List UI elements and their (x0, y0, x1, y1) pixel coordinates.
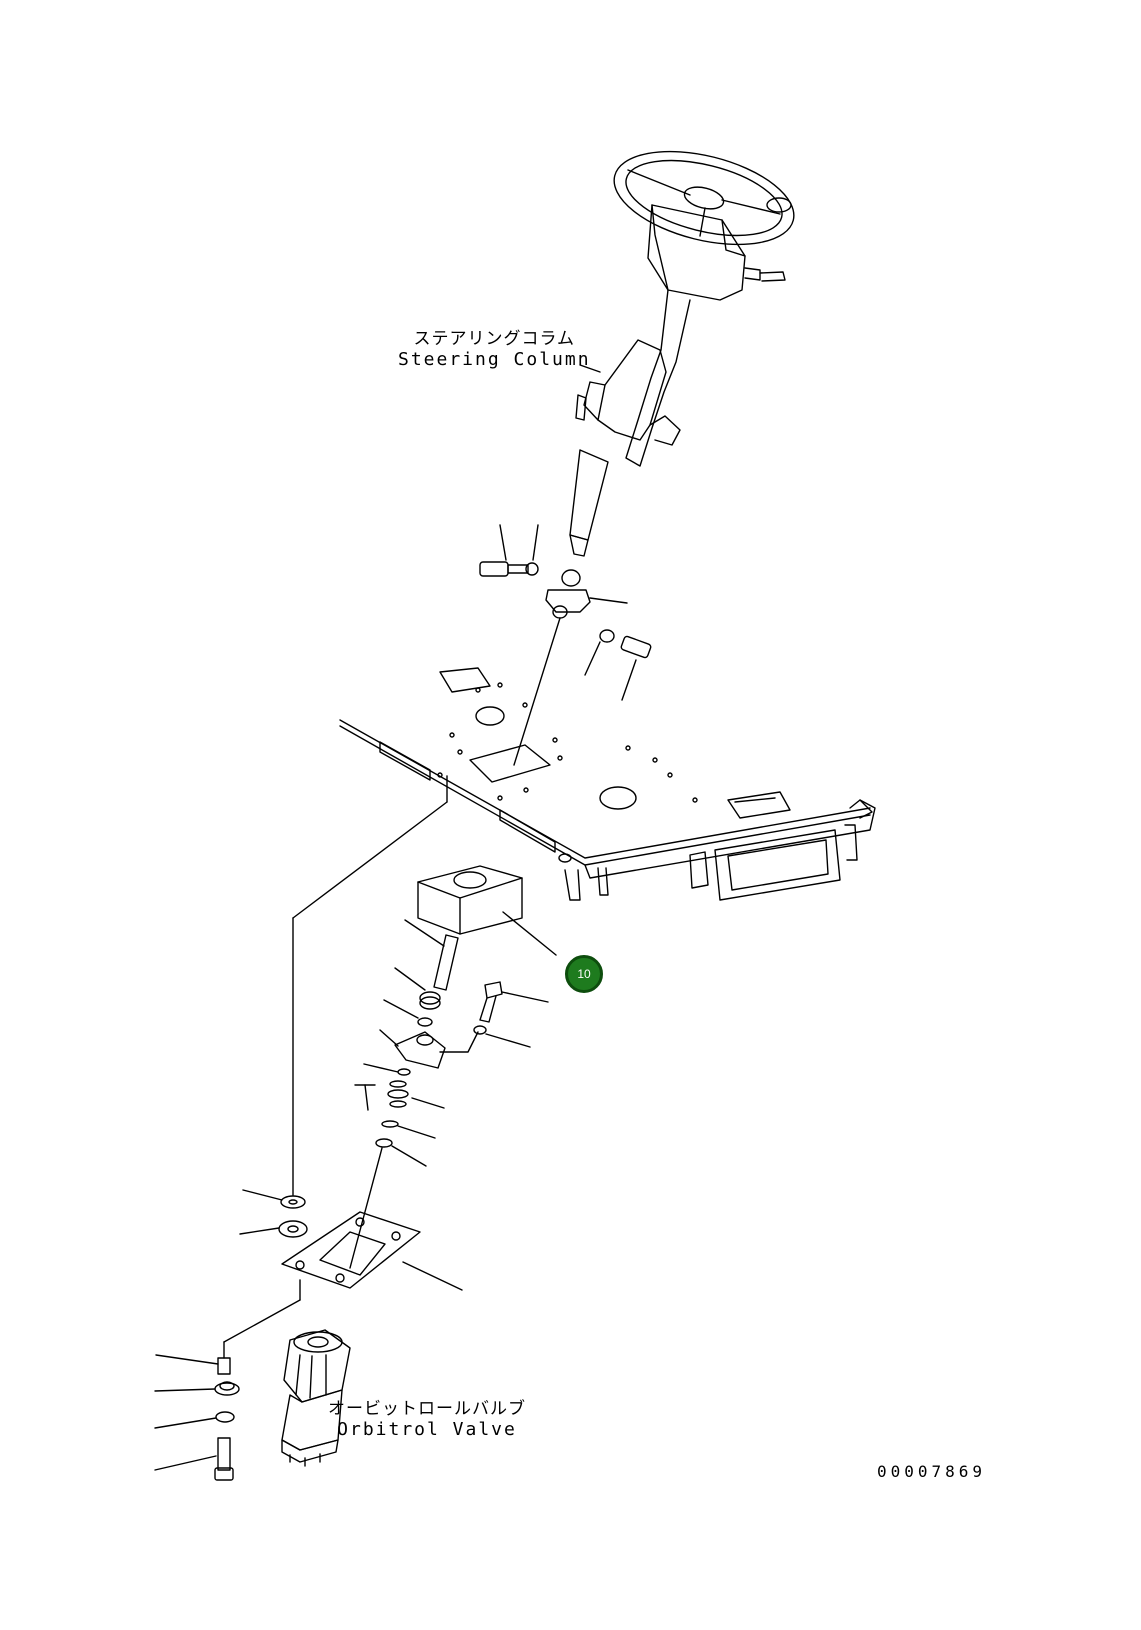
callout-badge-10[interactable]: 10 (565, 955, 603, 993)
steering-column-assembly (569, 150, 795, 557)
floor-plate (292, 667, 876, 1196)
bottom-fasteners (154, 1354, 240, 1481)
orbitrol-valve-label: オービットロールバルブ Orbitrol Valve (328, 1399, 526, 1440)
steering-column-label: ステアリングコラム Steering Column (398, 329, 591, 370)
universal-joint-group (479, 524, 652, 766)
orbitrol-valve-label-en: Orbitrol Valve (337, 1418, 517, 1440)
steering-column-label-jp: ステアリングコラム (413, 329, 576, 349)
orbitrol-base-plate (223, 1211, 463, 1359)
orbitrol-valve-label-jp: オービットロールバルブ (328, 1399, 526, 1419)
orbitrol-valve (281, 1329, 351, 1467)
floor-cover (417, 865, 557, 956)
orbitrol-parts-stack (349, 919, 549, 1269)
steering-column-label-en: Steering Column (398, 348, 591, 370)
drawing-number: 00007869 (877, 1462, 987, 1481)
left-washers (239, 1189, 308, 1238)
